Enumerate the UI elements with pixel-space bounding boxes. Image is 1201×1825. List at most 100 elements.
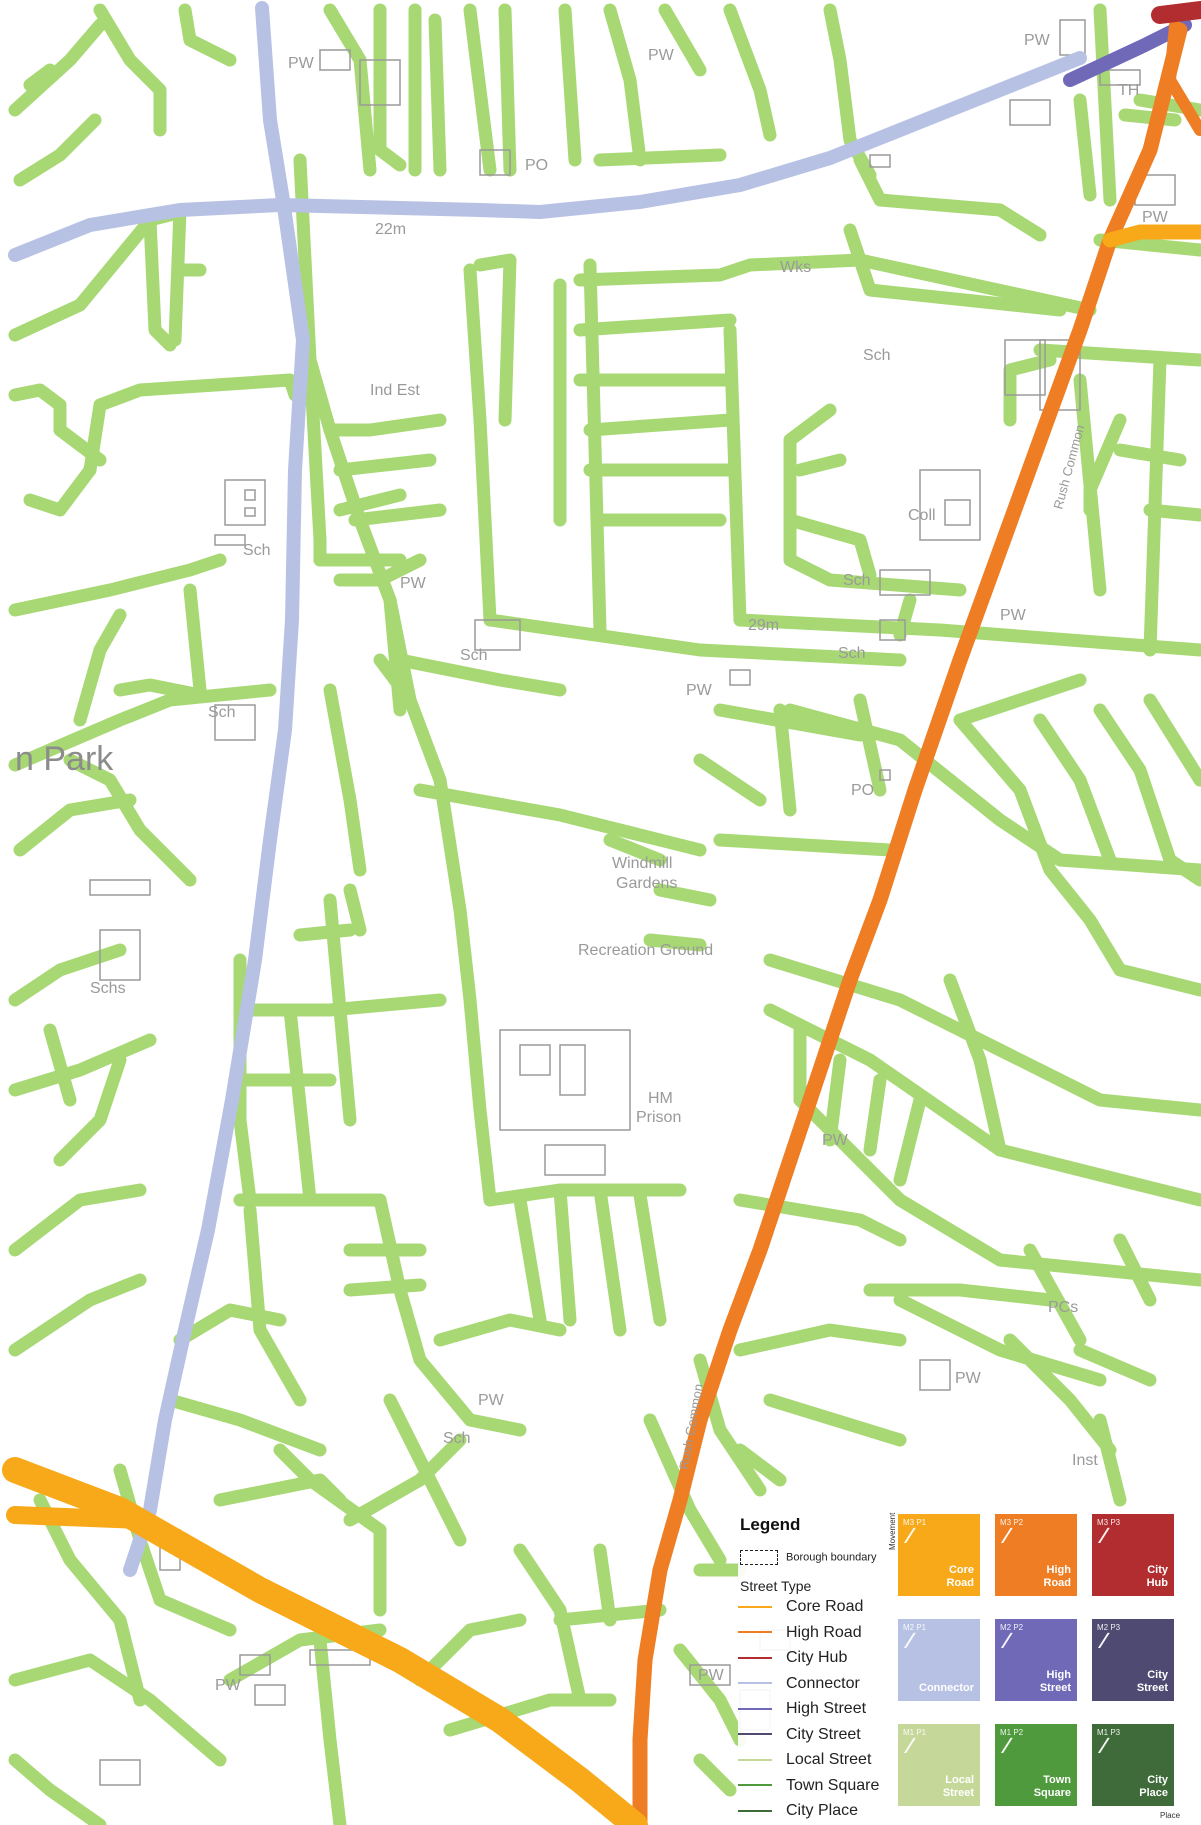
legend-item-label: City Place [786, 1802, 859, 1819]
matrix-cell: M3 P3∕ City Hub [1092, 1514, 1174, 1596]
legend-item: High Street [738, 1697, 866, 1721]
label-pw-4: PW [1142, 209, 1169, 226]
matrix-cell-code: M3 P3 [1097, 1518, 1121, 1527]
label-height: 29m [748, 617, 779, 634]
map-labels: n Park Ind Est Wks Windmill Gardens Recr… [15, 32, 1169, 1694]
slash-icon: ∕ [1102, 1523, 1106, 1548]
matrix-cell: M1 P2∕ Town Square [995, 1724, 1077, 1806]
label-po-2: PO [851, 782, 874, 799]
legend-item-label: City Street [786, 1725, 861, 1743]
slash-icon: ∕ [1102, 1628, 1106, 1653]
label-sch-3: Sch [208, 704, 236, 721]
legend-swatch [738, 1605, 772, 1608]
matrix-cell-code: M2 P3 [1097, 1623, 1121, 1632]
matrix-cell-name: High Street [1039, 1669, 1071, 1694]
legend-title: Legend [740, 1515, 801, 1534]
legend-item-label: City Hub [786, 1649, 848, 1666]
matrix-cell-name: City Hub [1146, 1564, 1168, 1589]
legend-borough-boundary: Borough boundary [740, 1550, 877, 1565]
label-sch-2: Sch [460, 647, 488, 664]
legend-item: City Place [738, 1799, 858, 1823]
label-park: n Park [15, 740, 114, 778]
matrix-cell-name: Local Street [942, 1774, 974, 1799]
matrix-cell-code: M1 P2 [1000, 1728, 1024, 1737]
matrix-cell-name: Town Square [1033, 1774, 1071, 1799]
matrix-cell-code: M2 P1 [903, 1623, 927, 1632]
legend-swatch [738, 1656, 772, 1659]
legend-item: Core Road [738, 1595, 863, 1619]
legend-item: City Hub [738, 1646, 847, 1670]
slash-icon: ∕ [1102, 1733, 1106, 1758]
slash-icon: ∕ [908, 1523, 912, 1548]
legend-swatch [738, 1758, 772, 1761]
matrix-cell: M2 P2∕ High Street [995, 1619, 1077, 1701]
label-pw-7: PW [1000, 607, 1027, 624]
label-pw-11: PW [215, 1677, 242, 1694]
legend-item-label: High Street [786, 1700, 867, 1717]
label-pw-1: PW [288, 55, 315, 72]
label-pw-6: PW [686, 682, 713, 699]
label-inst: Inst [1072, 1452, 1098, 1469]
legend-item: High Road [738, 1621, 862, 1645]
buildings [89, 19, 1176, 1786]
matrix-cell: M2 P3∕ City Street [1092, 1619, 1174, 1701]
matrix-cell: M1 P1∕ Local Street [898, 1724, 980, 1806]
matrix-cell-code: M3 P2 [1000, 1518, 1024, 1527]
legend-item-label: Connector [786, 1674, 860, 1692]
label-po-1: PO [525, 157, 548, 174]
legend-item: City Street [738, 1723, 861, 1747]
label-sch-4: Sch [243, 542, 271, 559]
matrix-cell-code: M1 P3 [1097, 1728, 1121, 1737]
matrix-cell-name: City Place [1139, 1774, 1168, 1799]
matrix-cell-name: City Street [1136, 1669, 1168, 1694]
slash-icon: ∕ [1005, 1628, 1009, 1653]
matrix-cell: M1 P3∕ City Place [1092, 1724, 1174, 1806]
label-prison: Prison [636, 1109, 681, 1126]
matrix-cell: M3 P2∕ High Road [995, 1514, 1077, 1596]
boundary-label: Borough boundary [786, 1551, 877, 1564]
legend-swatch [738, 1707, 772, 1710]
matrix-cell-code: M3 P1 [903, 1518, 927, 1527]
matrix-cell-code: M2 P2 [1000, 1623, 1024, 1632]
label-pw-12: PW [698, 1667, 725, 1684]
label-pcs: PCs [1048, 1299, 1078, 1316]
axis-place-label: Place [1160, 1811, 1181, 1820]
label-gardens: Gardens [616, 875, 677, 892]
legend-item: Connector [738, 1672, 860, 1696]
label-sch-6: Sch [838, 645, 866, 662]
label-recreation: Recreation Ground [578, 942, 713, 959]
label-pw-5: PW [400, 575, 427, 592]
label-pw-9: PW [478, 1392, 505, 1409]
slash-icon: ∕ [908, 1628, 912, 1653]
boundary-swatch [740, 1550, 778, 1565]
matrix-cell-code: M1 P1 [903, 1728, 927, 1737]
legend-swatch [738, 1784, 772, 1787]
slash-icon: ∕ [908, 1733, 912, 1758]
label-distance: 22m [375, 221, 406, 238]
legend-swatch [738, 1809, 772, 1812]
label-wks: Wks [780, 259, 811, 276]
matrix-cell-name: Core Road [946, 1564, 975, 1589]
map-legend: Legend Borough boundary Street Type Core… [738, 1512, 898, 1825]
matrix-cell-name: Connector [919, 1682, 974, 1694]
matrix-cell: M3 P1∕ Core Road [898, 1514, 980, 1596]
matrix-cell-name: High Road [1043, 1564, 1072, 1589]
legend-item-label: High Road [786, 1623, 862, 1641]
slash-icon: ∕ [1005, 1523, 1009, 1548]
matrix-cell: M2 P1∕ Connector [898, 1619, 980, 1701]
label-pw-2: PW [648, 47, 675, 64]
slash-icon: ∕ [1005, 1733, 1009, 1758]
label-sch-5: Sch [843, 572, 871, 589]
legend-swatch [738, 1682, 772, 1685]
legend-swatch [738, 1733, 772, 1736]
legend-item-label: Local Street [786, 1751, 872, 1768]
axis-movement-label: Movement [888, 1512, 897, 1550]
legend-item: Town Square [738, 1774, 879, 1798]
label-pw-3: PW [1024, 32, 1051, 49]
label-pw-8: PW [822, 1132, 849, 1149]
label-coll: Coll [908, 507, 936, 524]
legend-swatch [738, 1631, 772, 1634]
